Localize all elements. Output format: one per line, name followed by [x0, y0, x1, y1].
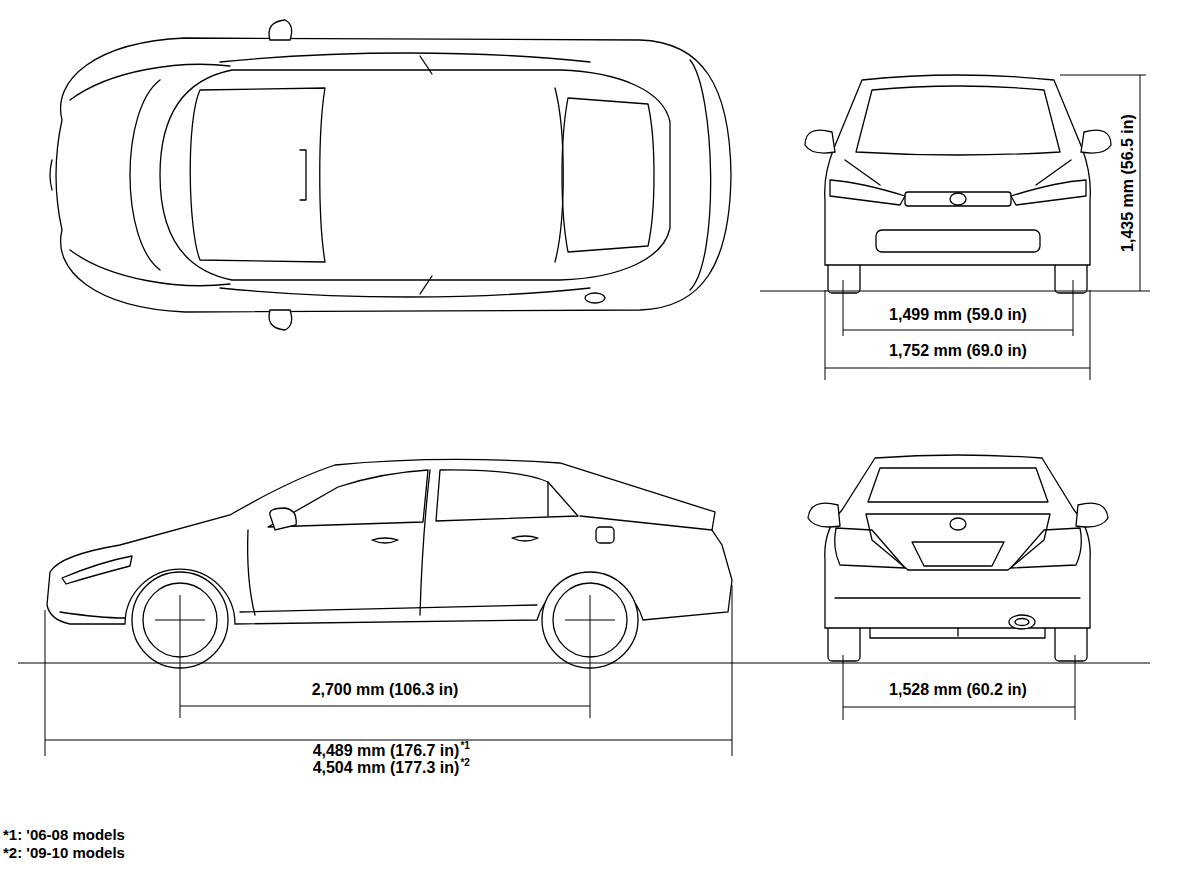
top-view [50, 20, 731, 330]
length-dimension: 4,504 mm (177.3 in) [313, 759, 460, 777]
height-dimension: 1,435 mm (56.5 in) [1119, 114, 1137, 252]
footnote-mark: *2 [460, 757, 469, 768]
wheelbase-dimension: 2,700 mm (106.3 in) [312, 681, 459, 699]
footnote-mark: *1 [460, 740, 469, 751]
rear-view [808, 455, 1108, 661]
front-view [805, 75, 1111, 293]
rear-track-dimension: 1,528 mm (60.2 in) [889, 681, 1027, 699]
side-view [47, 459, 732, 668]
width-dimension: 1,752 mm (69.0 in) [889, 342, 1027, 360]
front-track-dimension: 1,499 mm (59.0 in) [889, 306, 1027, 324]
dimension-lines [18, 75, 1150, 756]
footnote: *1: '06-08 models [3, 827, 125, 844]
footnote: *2: '09-10 models [3, 845, 125, 862]
length-dimension: 4,489 mm (176.7 in) [313, 742, 460, 760]
